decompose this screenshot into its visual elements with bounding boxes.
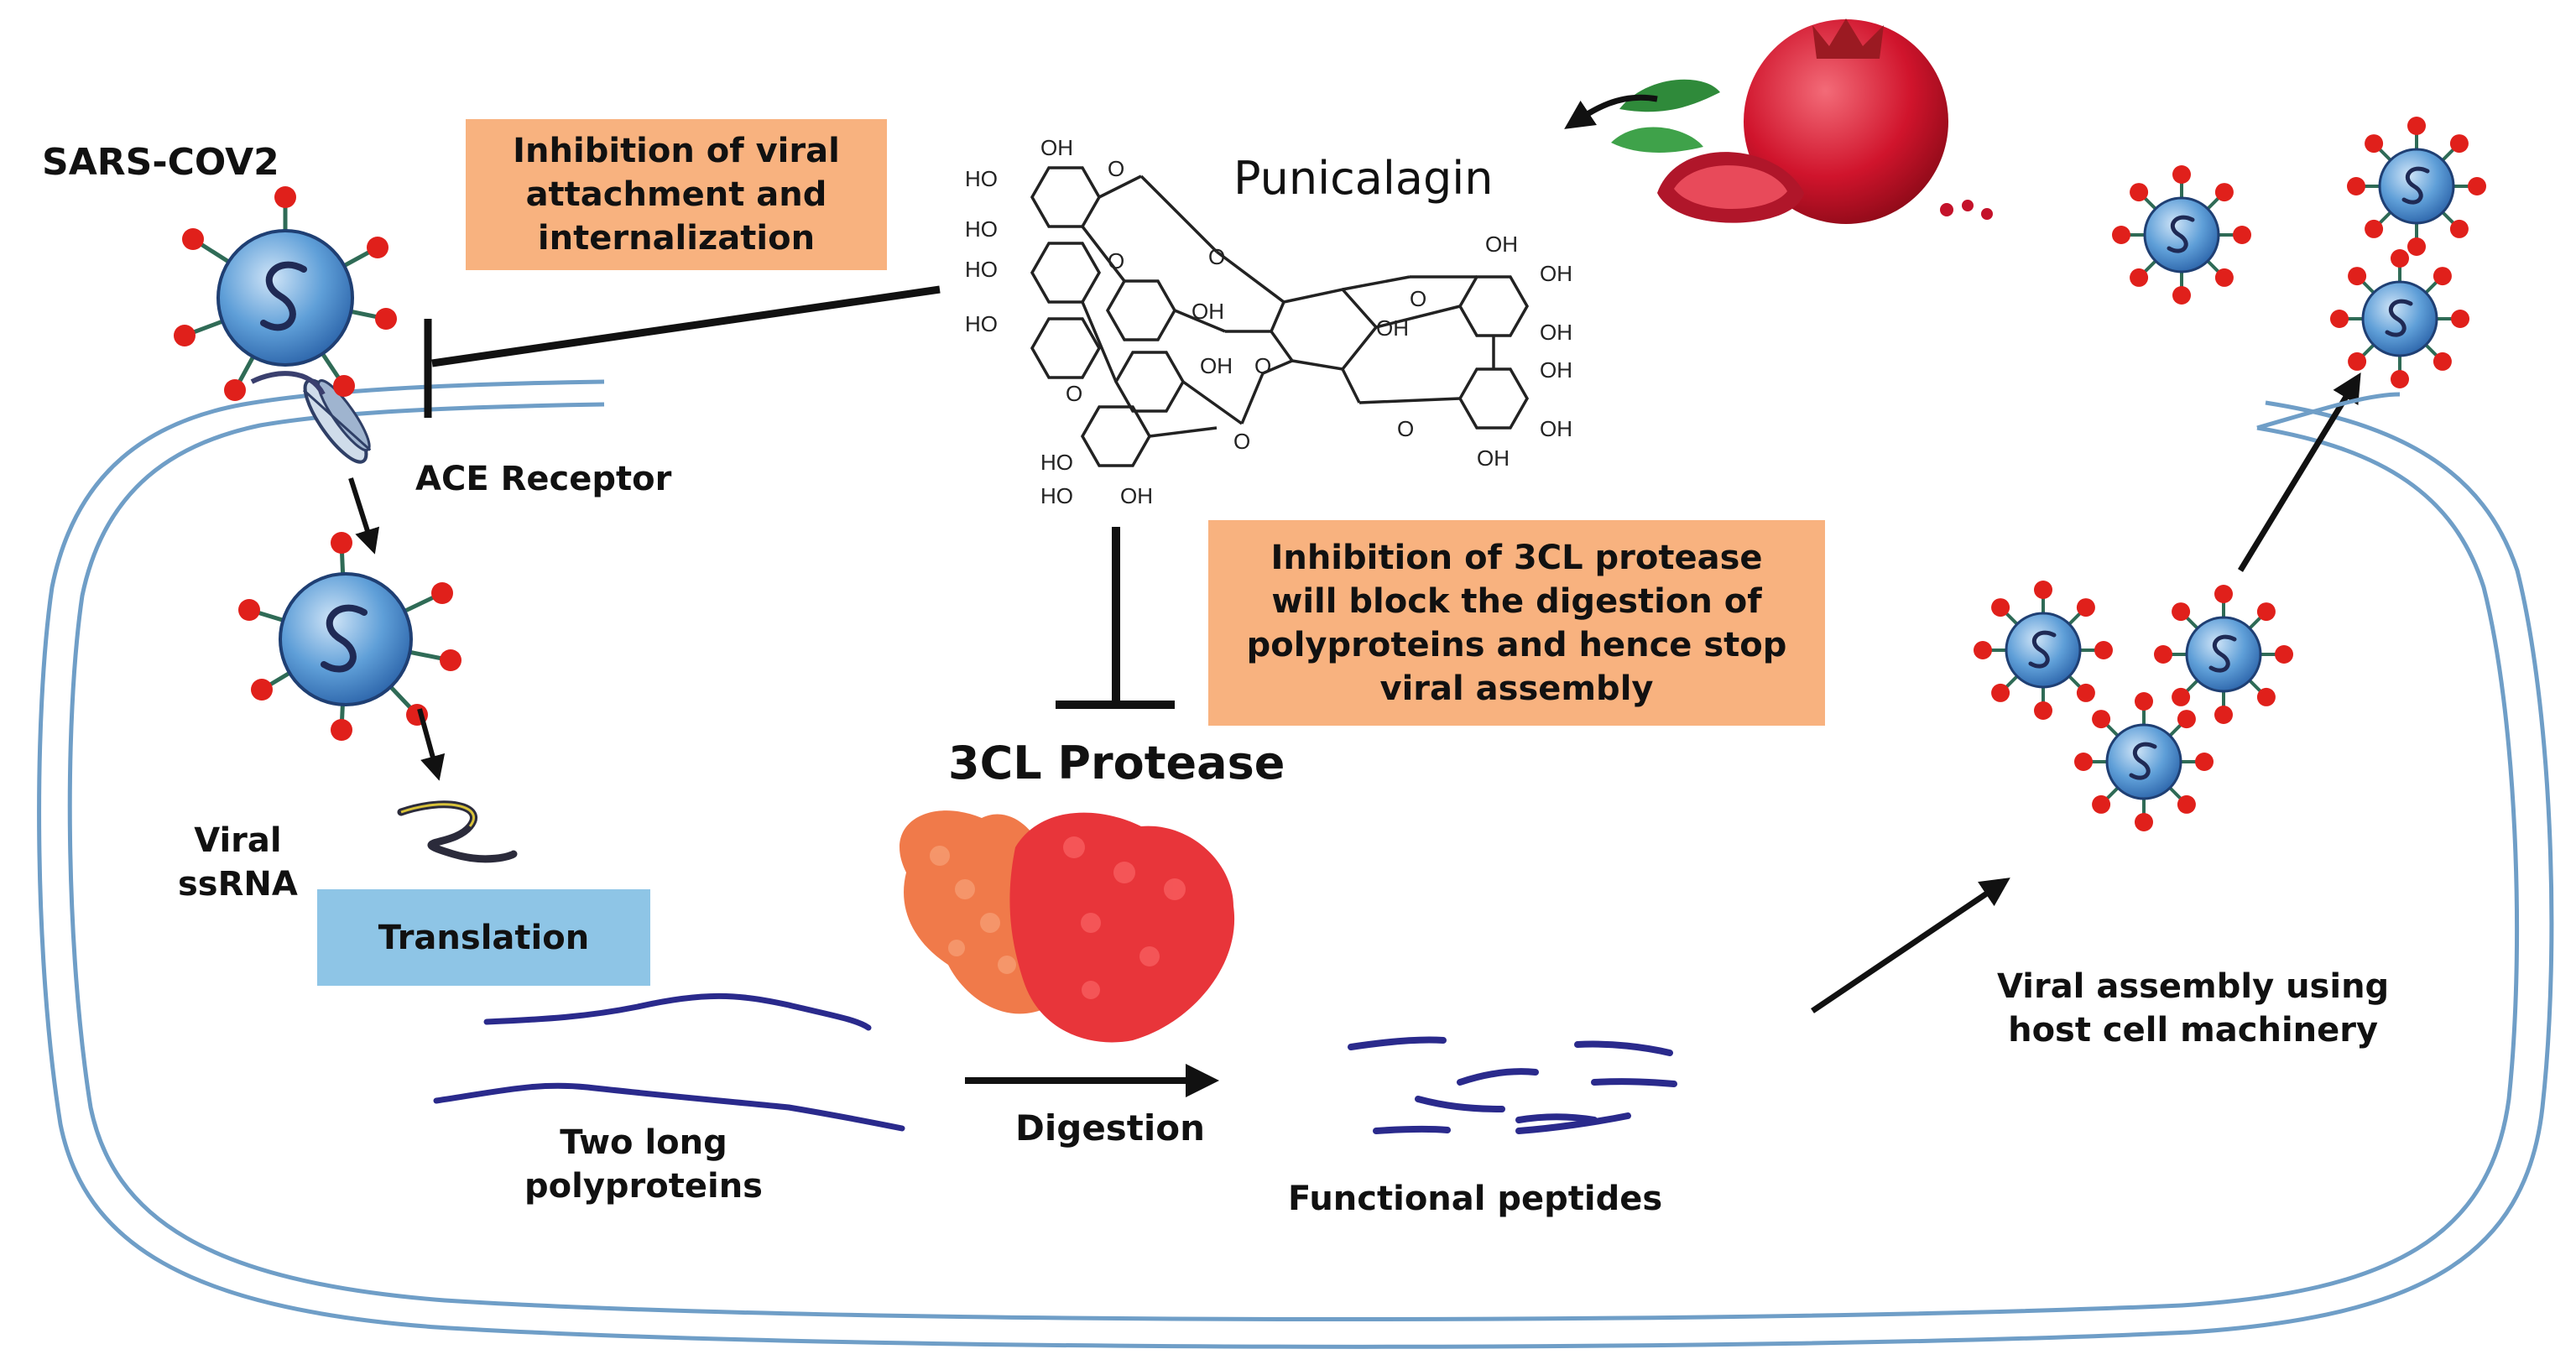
hydroxyl-label: OH — [1120, 483, 1153, 508]
protease-inhibition-box: Inhibition of 3CL protease will block th… — [1208, 520, 1825, 726]
receptor-label: ACE Receptor — [415, 460, 672, 498]
hydroxyl-label: HO — [1040, 450, 1073, 475]
cell-membrane — [2256, 392, 2401, 430]
translation-box: Translation — [317, 889, 650, 986]
hydroxyl-label: OH — [1540, 261, 1572, 286]
inhibition-bar-icon — [1056, 527, 1175, 709]
peptides-label: Functional peptides — [1288, 1180, 1663, 1218]
arrow-icon — [417, 708, 446, 781]
arrow-icon — [348, 477, 380, 555]
oxygen-label: O — [1066, 381, 1082, 406]
protease-enzyme-icon — [900, 810, 1235, 1043]
rna-label: Viral ssRNA — [178, 821, 298, 904]
virion-icon — [2074, 692, 2214, 831]
hydroxyl-label: OH — [1485, 232, 1518, 257]
hydroxyl-label: OH — [1540, 416, 1572, 441]
hydroxyl-label: HO — [965, 311, 998, 336]
hydroxyl-label: HO — [965, 216, 998, 242]
virus-label: SARS-COV2 — [42, 141, 279, 184]
oxygen-label: O — [1108, 156, 1124, 181]
polyprotein-chains-icon — [433, 992, 905, 1132]
rna-strand-icon — [397, 800, 518, 863]
virion-icon — [2112, 165, 2251, 305]
receptor-binding-arc-icon — [250, 371, 326, 396]
pomegranate-icon — [1611, 18, 1993, 224]
hydroxyl-label: OH — [1540, 357, 1572, 383]
hydroxyl-label: HO — [965, 166, 998, 191]
ace-receptor-icon — [302, 378, 372, 464]
assembly-label: Viral assembly using host cell machinery — [1997, 967, 2390, 1050]
arrow-icon — [1564, 94, 1658, 129]
attachment-inhibition-box: Inhibition of viral attachment and inter… — [466, 119, 887, 270]
cell-membrane — [37, 379, 2554, 1349]
oxygen-label: O — [1254, 353, 1271, 378]
inhibition-bar-icon — [424, 285, 941, 418]
virion-icon — [174, 186, 397, 401]
protease-label: 3CL Protease — [948, 737, 1285, 789]
hydroxyl-label: OH — [1200, 353, 1233, 378]
punicalagin-atom-labels: OH HO HO HO HO O O O OH OH O HO HO OH O … — [965, 135, 1572, 508]
hydroxyl-label: OH — [1192, 299, 1224, 324]
oxygen-label: O — [1233, 429, 1250, 454]
hydroxyl-label: OH — [1477, 445, 1510, 471]
oxygen-label: O — [1397, 416, 1414, 441]
oxygen-label: O — [1410, 286, 1426, 311]
peptide-fragments-icon — [1348, 1036, 1677, 1134]
compound-label: Punicalagin — [1233, 152, 1494, 205]
arrow-icon — [2238, 372, 2361, 572]
polyproteins-label: Two long polyproteins — [524, 1123, 763, 1206]
hydroxyl-label: OH — [1376, 315, 1409, 341]
oxygen-label: O — [1208, 244, 1225, 269]
hydroxyl-label: OH — [1540, 320, 1572, 345]
virion-icon — [1974, 581, 2113, 720]
virion-icon — [238, 532, 461, 741]
virion-icon — [2154, 585, 2293, 724]
virion-icon — [2347, 117, 2486, 256]
rna-strand-highlight-icon — [400, 803, 475, 827]
hydroxyl-label: OH — [1040, 135, 1073, 160]
hydroxyl-label: HO — [965, 257, 998, 282]
arrow-icon — [1811, 878, 2010, 1013]
virion-icon — [2330, 249, 2469, 388]
digestion-label: Digestion — [1015, 1107, 1206, 1149]
oxygen-label: O — [1108, 248, 1124, 273]
hydroxyl-label: HO — [1040, 483, 1073, 508]
punicalagin-structure-icon — [1030, 166, 1530, 467]
assembled-virions — [1974, 117, 2486, 831]
